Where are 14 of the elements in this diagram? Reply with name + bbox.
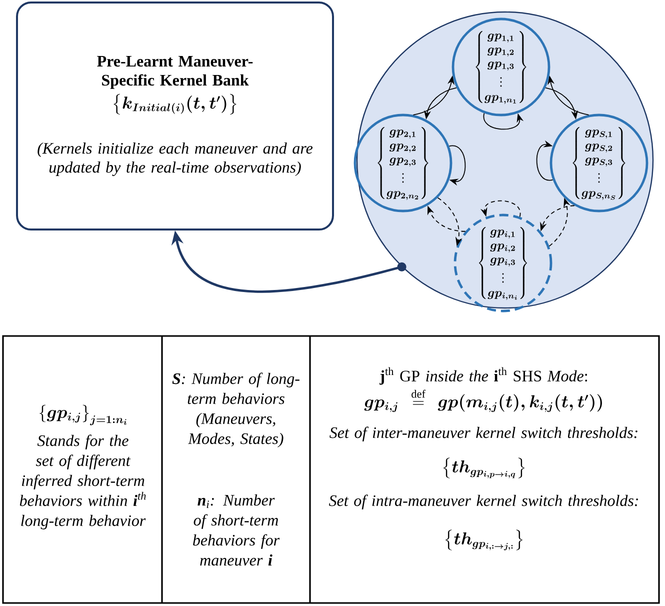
table-text: Stands for the set of different inferred short-term behaviors within i$^{th}$ long-term behavior [20,434,146,530]
formula: $\left\{\boldsymbol{gp_{i,j}}\right\}_{\boldsymbol{j=1:n_i}}$ [39,404,127,426]
table-text: n$_{i}$: Number of short-term behaviors for maneuver i [193,494,280,566]
formula: $\left\{\boldsymbol{th_{gp_{i,p\to i,q}}}\right\}$ [443,458,525,478]
formula: $\left\{\boldsymbol{th_{gp_{i,:\to j,:}}}\right\}$ [446,530,522,550]
formula: $\boldsymbol{gp_{i,j}} \overset{\mathrm{def}}{=} \boldsymbol{gp(m_{i,j}(t),k_{i,j}(t,t'))}$ [364,390,602,412]
table-text: Set of inter-maneuver kernel switch thresholds: [330,426,638,442]
loop-arrow [448,145,466,186]
state-circle [356,11,654,309]
kernel-bank-box: Pre-Learnt Maneuver- Specific Kernel Bank $\left\{\boldsymbol{k_{Initial(i)}(t,t')}\right\}$ (Kernels initialize each maneuver and are updated by the real-time observations) [16,2,334,230]
table-text: S: Number of long-term behaviors (Maneuvers, Modes, States) [172,372,300,448]
table-text: Set of intra-maneuver kernel switch thresholds: [328,494,638,510]
loop-arrow [536,140,554,181]
table-text: j$^{th}$ GP inside the i$^{th}$ SHS Mode: [380,367,588,385]
